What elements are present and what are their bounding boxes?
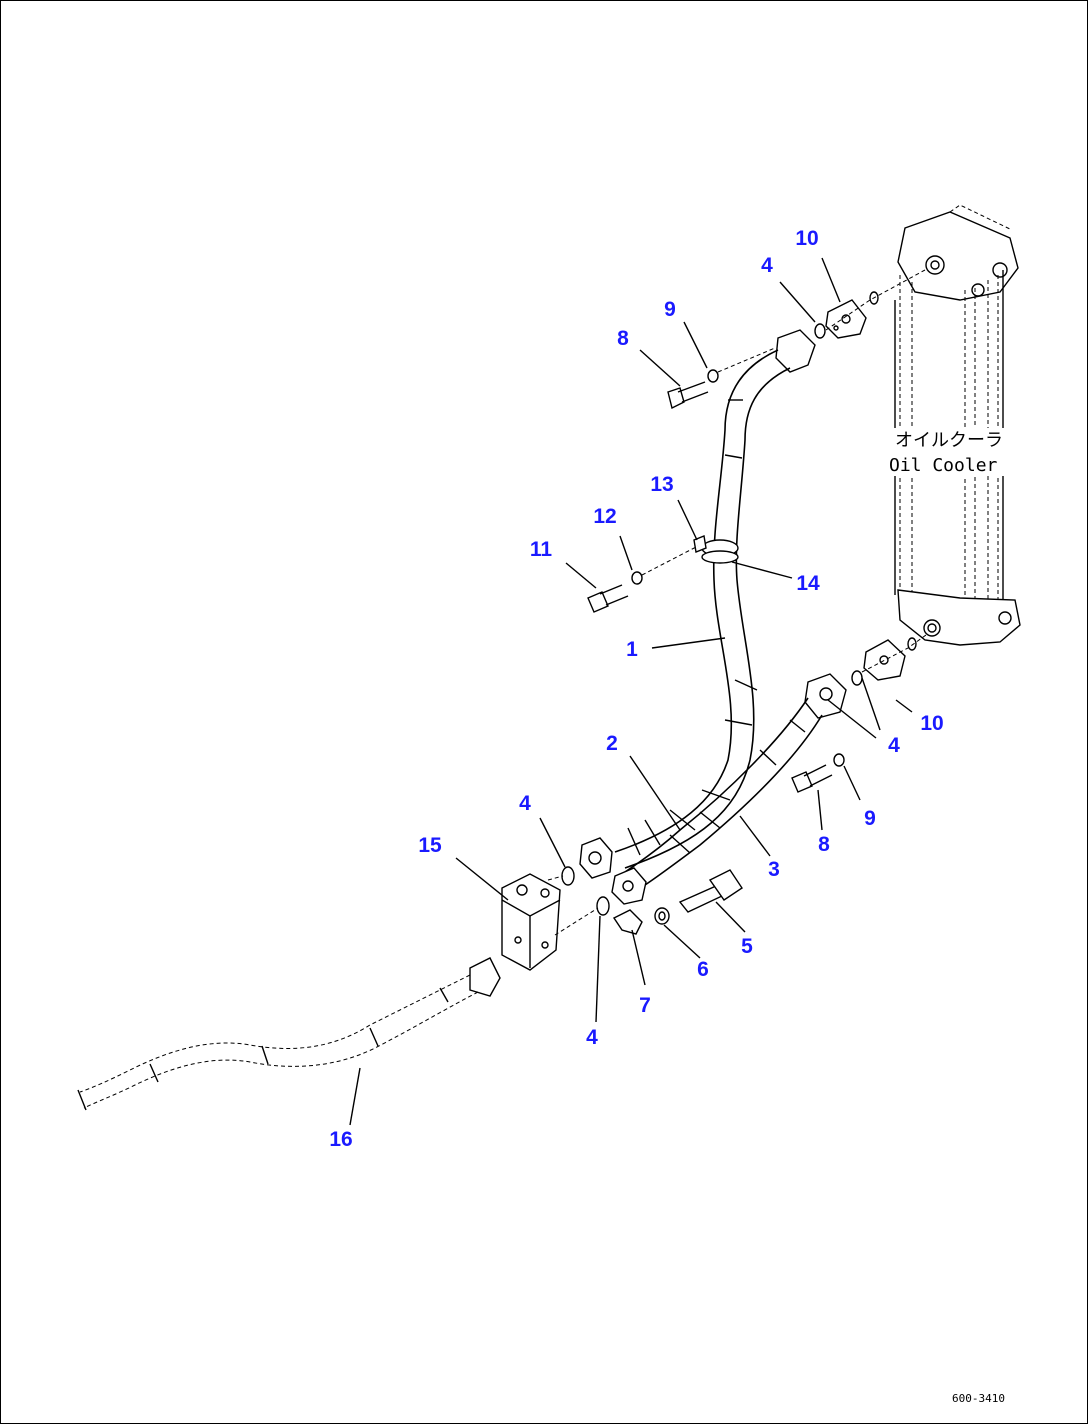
o-ring-valve-lower (596, 896, 610, 916)
callout-9-top: 9 (664, 298, 676, 321)
bolt-bottom (791, 764, 833, 793)
callout-4-right: 4 (888, 734, 900, 757)
callout-5: 5 (741, 935, 753, 958)
valve-block (501, 873, 561, 971)
callout-15: 15 (418, 834, 442, 857)
flange-plate-top (825, 299, 867, 339)
callout-4-top: 4 (761, 254, 773, 277)
callout-4-left: 4 (519, 792, 531, 815)
flange-plate-bottom (863, 639, 906, 681)
washer-bottom (833, 753, 845, 767)
clip (612, 909, 643, 935)
o-ring-valve-upper (561, 866, 575, 886)
leader-lines (349, 257, 913, 1126)
callout-3: 3 (768, 858, 780, 881)
callout-10-bottom: 10 (920, 712, 943, 735)
adapter (678, 869, 743, 913)
hose-16 (77, 957, 501, 1111)
clamp (693, 535, 739, 564)
callout-12: 12 (593, 505, 616, 528)
callout-1: 1 (626, 638, 638, 661)
o-ring-cooler-bottom (907, 637, 917, 651)
o-ring-top (814, 323, 826, 339)
washer-top (707, 369, 719, 383)
hose-3 (611, 673, 847, 905)
callout-8-bottom: 8 (818, 833, 830, 856)
callout-8-top: 8 (617, 327, 629, 350)
bolt-top (667, 381, 709, 410)
callout-13: 13 (650, 473, 673, 496)
clamp-bolt (587, 584, 629, 613)
callout-2: 2 (606, 732, 618, 755)
callout-7: 7 (639, 994, 651, 1017)
callout-4-bottom: 4 (586, 1026, 598, 1049)
oil-cooler (886, 204, 1021, 646)
clamp-washer (631, 571, 643, 585)
drawing-number: 600-3410 (952, 1392, 1005, 1405)
seal-washer (654, 907, 670, 925)
oil-cooler-caption-en: Oil Cooler (889, 455, 998, 476)
callout-14: 14 (796, 572, 820, 595)
callout-10-top: 10 (795, 227, 818, 250)
callout-11: 11 (530, 538, 553, 561)
oil-cooler-caption-jp: オイルクーラ (895, 430, 1003, 451)
hose-1 (579, 329, 816, 879)
callout-9-bottom: 9 (864, 807, 876, 830)
callout-16: 16 (329, 1128, 352, 1151)
callout-6: 6 (697, 958, 709, 981)
o-ring-bottom (851, 670, 863, 686)
